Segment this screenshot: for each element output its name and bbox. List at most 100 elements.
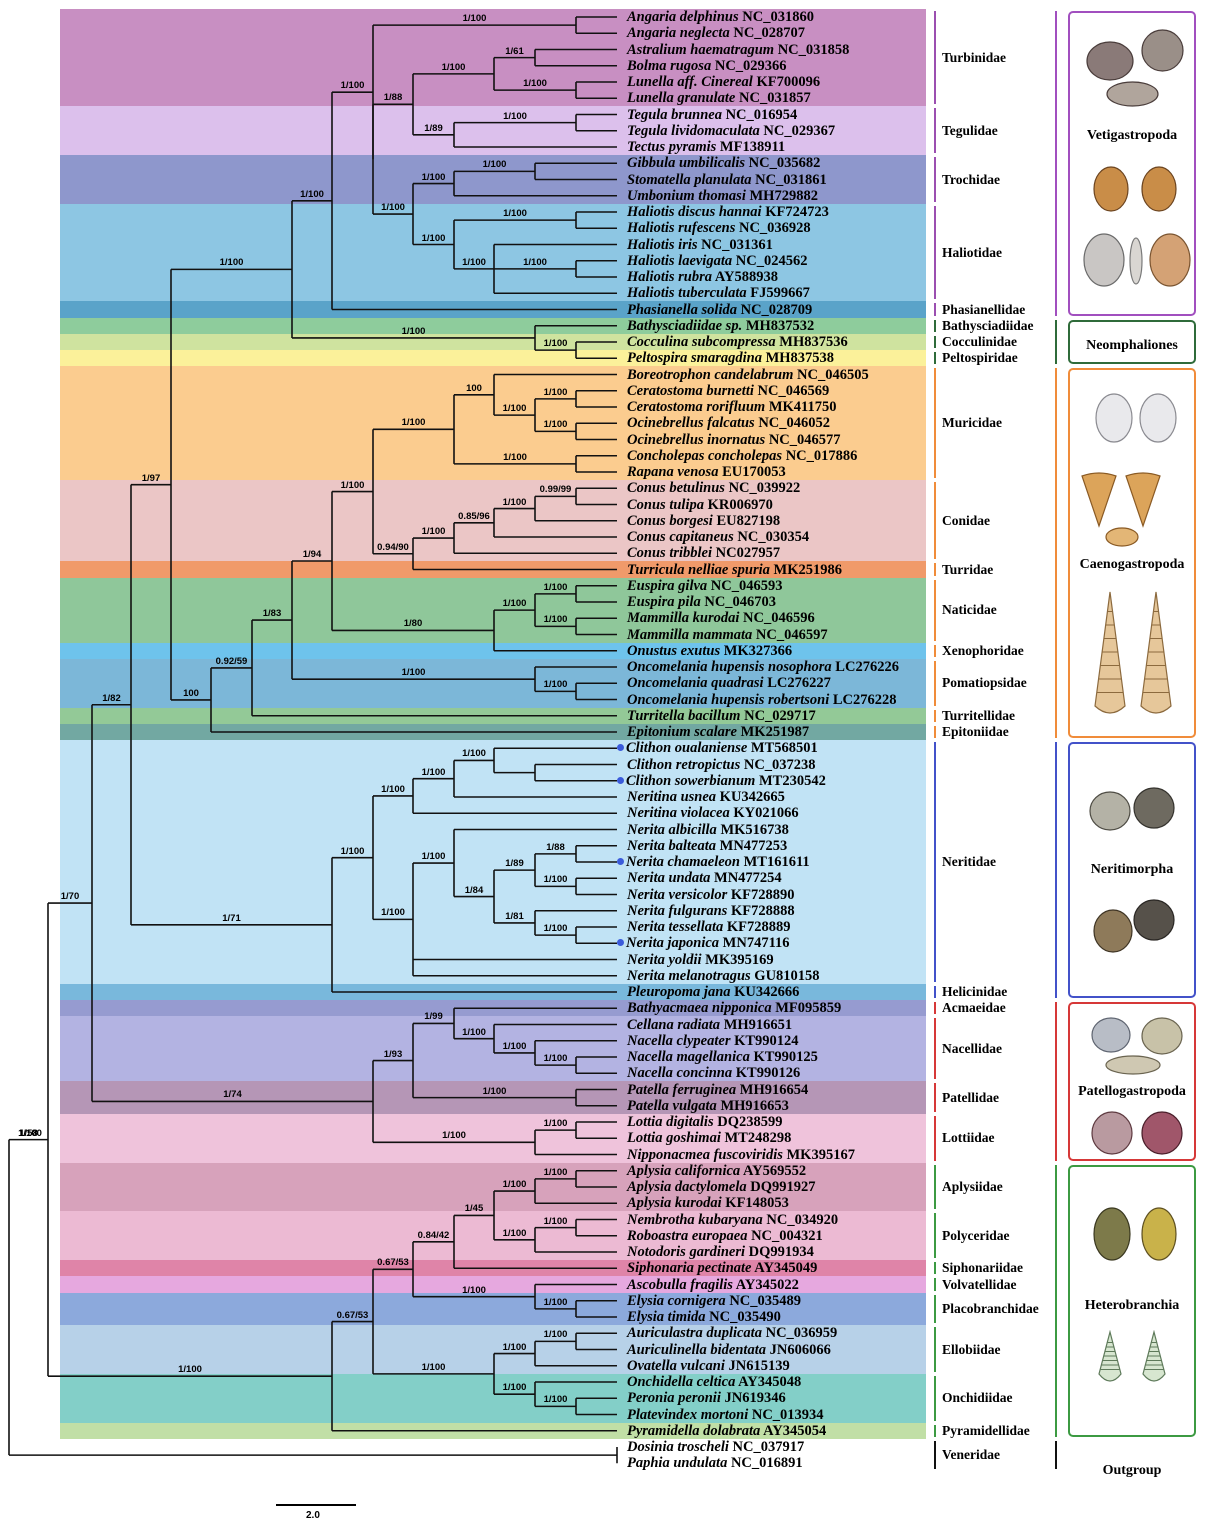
family-bracket (934, 11, 936, 105)
taxon-label: Auriculastra duplicata NC_036959 (627, 1325, 837, 1341)
family-bracket (934, 1441, 936, 1470)
species-name: Onchidella celtica (627, 1374, 735, 1390)
species-name: Aplysia kurodai (627, 1195, 722, 1211)
species-name: Nacella magellanica (627, 1049, 750, 1065)
node-support-value: 1/100 (483, 159, 507, 170)
taxon-label: Oncomelania hupensis robertsoni LC276228 (627, 692, 897, 708)
species-name: Elysia cornigera (627, 1293, 726, 1309)
species-name: Auriculastra duplicata (627, 1325, 762, 1341)
family-label: Epitoniidae (942, 724, 1009, 740)
clade-bracket (1055, 11, 1057, 316)
node-support-value: 1/89 (505, 858, 524, 869)
species-name: Lottia goshimai (627, 1130, 721, 1146)
node-support-value: 1/100 (544, 614, 568, 625)
round-shell-illustration (1104, 1054, 1162, 1076)
family-bracket (934, 645, 936, 657)
taxon-label: Nerita melanotragus GU810158 (627, 968, 820, 984)
node-support-value: 1/89 (424, 123, 443, 134)
family-bracket (934, 1327, 936, 1372)
family-label: Peltospiridae (942, 350, 1018, 366)
accession-number: NC_016954 (722, 107, 797, 123)
accession-number: NC_037238 (740, 757, 815, 773)
accession-number: NC_046505 (793, 367, 868, 383)
accession-number: DQ991934 (745, 1244, 814, 1260)
species-name: Nerita japonica (626, 935, 719, 951)
family-bracket (934, 482, 936, 559)
accession-number: MT230542 (755, 773, 825, 789)
accession-number: KU342665 (716, 789, 785, 805)
accession-number: MN477254 (710, 870, 781, 886)
accession-number: MT248298 (721, 1130, 791, 1146)
family-bracket (934, 1213, 936, 1258)
node-support-value: 1/61 (505, 46, 524, 57)
taxon-label: Nacella concinna KT990126 (627, 1065, 800, 1081)
taxon-label: Nerita japonica MN747116 (617, 935, 790, 951)
node-support-value: 0.99/99 (540, 484, 572, 495)
node-support-value: 1/81 (505, 911, 524, 922)
node-support-value: 1/100 (381, 907, 405, 918)
species-name: Gibbula umbilicalis (627, 155, 745, 171)
family-label: Ellobiidae (942, 1342, 1001, 1358)
accession-number: MF095859 (772, 1000, 842, 1016)
round-shell-illustration (1140, 1110, 1184, 1156)
species-name: Ceratostoma burnetti (627, 383, 754, 399)
species-name: Ascobulla fragilis (627, 1277, 733, 1293)
accession-number: KF728888 (727, 903, 794, 919)
species-name: Elysia timida (627, 1309, 706, 1325)
taxon-label: Stomatella planulata NC_031861 (627, 172, 827, 188)
new-sequence-marker-icon (617, 939, 624, 946)
species-name: Nerita melanotragus (627, 968, 751, 984)
taxon-label: Nerita versicolor KF728890 (627, 887, 795, 903)
taxon-label: Gibbula umbilicalis NC_035682 (627, 155, 820, 171)
node-support-value: 1/84 (465, 885, 484, 896)
spire-shell-illustration (1096, 1330, 1124, 1388)
taxon-label: Oncomelania hupensis nosophora LC276226 (627, 659, 899, 675)
accession-number: NC_034920 (763, 1212, 838, 1228)
taxon-label: Lunella aff. Cinereal KF700096 (627, 74, 820, 90)
node-support-value: 1/100 (544, 419, 568, 430)
family-bracket (934, 108, 936, 153)
accession-number: NC_028709 (737, 302, 812, 318)
species-name: Nipponacmea fuscoviridis (627, 1147, 783, 1163)
node-support-value: 1/80 (404, 618, 423, 629)
node-support-value: 1/100 (402, 326, 426, 337)
clade-bracket (1055, 1002, 1057, 1161)
round-shell-illustration (1138, 392, 1178, 444)
node-support-value: 1/97 (142, 473, 161, 484)
species-name: Cellana radiata (627, 1017, 720, 1033)
species-name: Aplysia californica (627, 1163, 740, 1179)
species-name: Bathyacmaea nipponica (627, 1000, 772, 1016)
round-shell-illustration (1090, 1110, 1134, 1156)
scale-bar-label: 2.0 (306, 1510, 320, 1521)
accession-number: NC027957 (712, 545, 780, 561)
node-support-value: 1/100 (462, 1027, 486, 1038)
taxon-label: Mammilla mammata NC_046597 (627, 627, 828, 643)
family-bracket (934, 1083, 936, 1112)
species-name: Conus tulipa (627, 497, 704, 513)
accession-number: MH837536 (776, 334, 848, 350)
taxon-label: Patella ferruginea MH916654 (627, 1082, 808, 1098)
family-bracket (934, 742, 936, 982)
clade-label: Heterobranchia (1068, 1298, 1196, 1314)
species-name: Nerita yoldii (627, 952, 702, 968)
node-support-value: 1/100 (544, 874, 568, 885)
taxon-label: Tegula lividomaculata NC_029367 (627, 123, 835, 139)
species-name: Nembrotha kubaryana (627, 1212, 763, 1228)
accession-number: NC_029366 (711, 58, 786, 74)
species-name: Lunella granulate (627, 90, 735, 106)
accession-number: NC_046703 (701, 594, 776, 610)
family-label: Turbinidae (942, 50, 1006, 66)
species-name: Ocinebrellus falcatus (627, 415, 755, 431)
accession-number: NC_031860 (739, 9, 814, 25)
node-support-value: 1/100 (523, 257, 547, 268)
node-support-value: 1/100 (503, 452, 527, 463)
accession-number: DQ991927 (747, 1179, 816, 1195)
accession-number: KY021066 (730, 805, 799, 821)
taxon-label: Notodoris gardineri DQ991934 (627, 1244, 814, 1260)
node-support-value: 0.84/42 (418, 1230, 450, 1241)
species-name: Boreotrophon candelabrum (627, 367, 793, 383)
family-bracket (934, 352, 936, 364)
node-support-value: 1/100 (341, 480, 365, 491)
species-name: Ovatella vulcani (627, 1358, 725, 1374)
taxon-label: Angaria neglecta NC_028707 (627, 25, 805, 41)
